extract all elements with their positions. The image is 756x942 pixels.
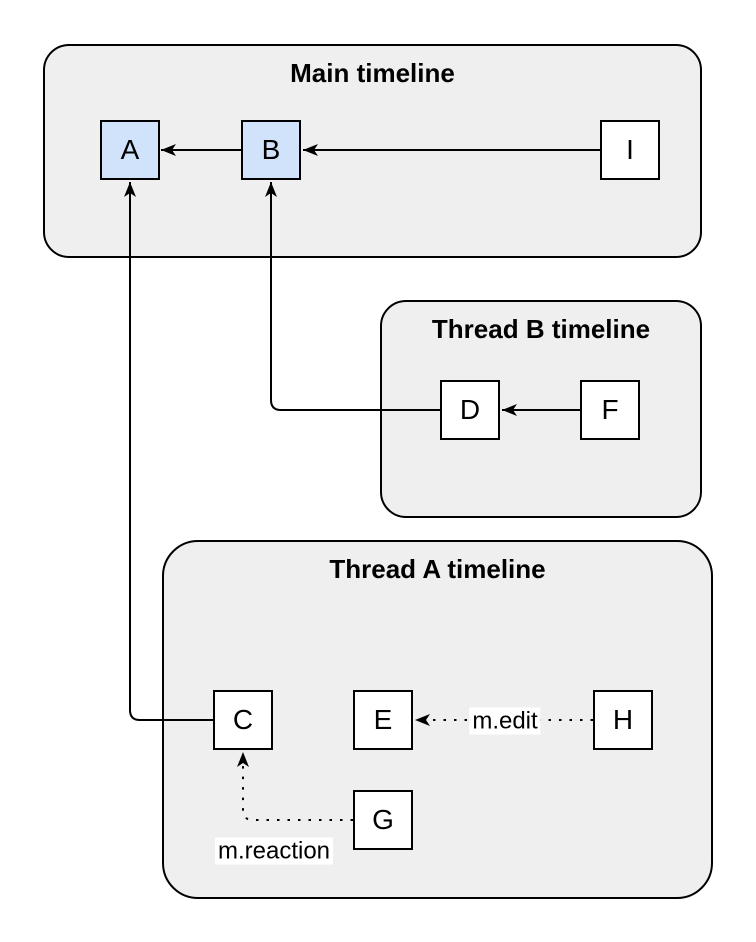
node-c-label: C xyxy=(232,704,254,735)
edge-label-m-reaction: m.reaction xyxy=(214,837,334,865)
thread-a-timeline-title: Thread A timeline xyxy=(329,554,546,584)
node-b-label: B xyxy=(261,134,281,165)
node-i: I xyxy=(600,120,660,180)
node-a-label: A xyxy=(120,134,140,165)
node-e-label: E xyxy=(373,704,393,735)
thread-b-timeline-title: Thread B timeline xyxy=(431,314,651,344)
node-g: G xyxy=(353,790,413,850)
main-timeline-title: Main timeline xyxy=(290,58,455,88)
node-f-label: F xyxy=(601,394,619,425)
edge-label-m-edit: m.edit xyxy=(469,707,541,735)
node-g-label: G xyxy=(372,804,394,835)
container-thread-b-timeline: Thread B timeline xyxy=(380,300,702,518)
node-i-label: I xyxy=(626,134,634,165)
node-b: B xyxy=(241,120,301,180)
node-h-label: H xyxy=(612,704,634,735)
node-d-label: D xyxy=(459,394,481,425)
node-d: D xyxy=(440,380,500,440)
node-f: F xyxy=(580,380,640,440)
node-c: C xyxy=(213,690,273,750)
node-a: A xyxy=(100,120,160,180)
node-e: E xyxy=(353,690,413,750)
node-h: H xyxy=(593,690,653,750)
